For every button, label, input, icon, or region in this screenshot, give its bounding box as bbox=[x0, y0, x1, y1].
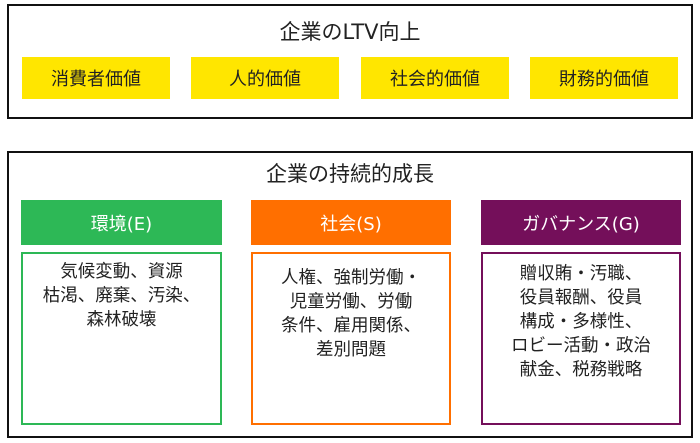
governance-line: 献金、税務戦略 bbox=[519, 360, 643, 380]
governance-line: 贈収賄・汚職、 bbox=[519, 264, 643, 284]
social-line: 差別問題 bbox=[316, 340, 386, 360]
content-environment: 気候変動、資源 枯渇、廃棄、汚染、 森林破壊 bbox=[21, 252, 222, 425]
header-environment: 環境(E) bbox=[21, 200, 222, 245]
content-social: 人権、強制労働・ 児童労働、労働 条件、雇用関係、 差別問題 bbox=[251, 252, 451, 425]
header-governance: ガバナンス(G) bbox=[481, 200, 681, 245]
governance-line: ロビー活動・政治 bbox=[511, 336, 651, 356]
social-line: 児童労働、労働 bbox=[289, 292, 413, 312]
environment-line: 森林破壊 bbox=[86, 310, 157, 330]
governance-line: 構成・多様性、 bbox=[519, 312, 643, 332]
social-line: 人権、強制労働・ bbox=[281, 268, 421, 288]
sustainability-panel bbox=[7, 151, 693, 438]
value-financial: 財務的価値 bbox=[530, 57, 678, 99]
environment-line: 気候変動、資源 bbox=[60, 262, 183, 282]
social-line: 条件、雇用関係、 bbox=[281, 316, 421, 336]
value-human: 人的価値 bbox=[191, 57, 339, 99]
header-social: 社会(S) bbox=[251, 200, 451, 245]
value-social: 社会的価値 bbox=[361, 57, 509, 99]
sustainability-title: 企業の持続的成長 bbox=[266, 162, 434, 186]
ltv-title: 企業のLTV向上 bbox=[279, 20, 421, 44]
content-governance: 贈収賄・汚職、 役員報酬、役員 構成・多様性、 ロビー活動・政治 献金、税務戦略 bbox=[481, 252, 681, 425]
environment-line: 枯渇、廃棄、汚染、 bbox=[42, 286, 201, 306]
value-consumer: 消費者価値 bbox=[22, 57, 170, 99]
governance-line: 役員報酬、役員 bbox=[519, 288, 643, 308]
